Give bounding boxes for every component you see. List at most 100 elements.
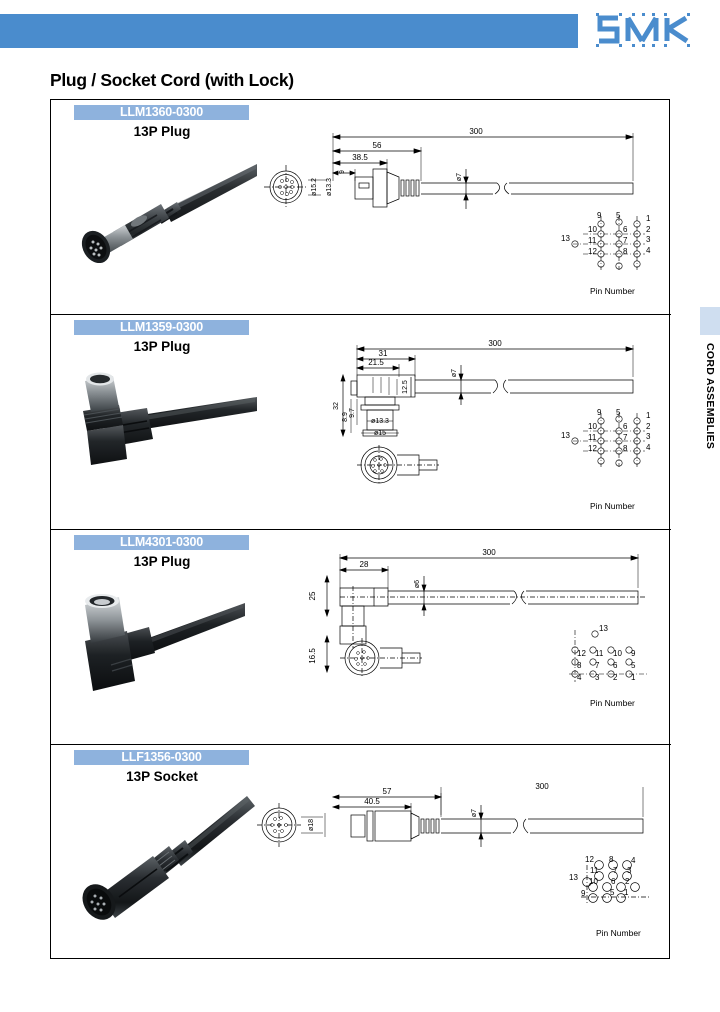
- pin-label: 8: [577, 661, 582, 670]
- pin-label: 8: [623, 247, 628, 256]
- pin-number-diagram: 1 2 3 4 5 6 7 8 9 10 11 12 13: [561, 620, 661, 692]
- product-type-label: 13P Plug: [133, 339, 191, 354]
- pin-label: 8: [609, 855, 614, 864]
- pin-label: 6: [613, 661, 618, 670]
- dim-label: ø6: [414, 580, 421, 588]
- pin-number-caption: Pin Number: [590, 501, 635, 511]
- pin-label: 4: [646, 246, 651, 255]
- pin-label: 13: [561, 431, 570, 440]
- pin-label: 12: [588, 247, 597, 256]
- connector-photo: [69, 790, 259, 925]
- pin-label: 7: [613, 866, 618, 875]
- pin-label: 11: [595, 649, 604, 658]
- connector-photo: [69, 148, 259, 263]
- pin-label: 11: [588, 433, 597, 442]
- product-type-label: 13P Plug: [133, 124, 191, 139]
- pin-label: 13: [569, 873, 578, 882]
- product-section: LLM1359-0300 13P Plug: [51, 315, 671, 530]
- pin-label: 7: [623, 236, 628, 245]
- pin-label: 4: [646, 443, 651, 452]
- smk-logo: [588, 8, 708, 54]
- product-section: LLM4301-0300 13P Plug: [51, 530, 671, 745]
- part-number-tag: LLM1360-0300: [72, 105, 249, 120]
- pin-label: 5: [610, 888, 615, 897]
- dim-label: ø13.3: [371, 418, 389, 425]
- dim-label: 16.5: [308, 648, 317, 664]
- dim-label: ø15: [374, 430, 386, 437]
- pin-label: 2: [625, 877, 630, 886]
- dim-label: 57: [383, 787, 392, 796]
- pin-label: 12: [577, 649, 586, 658]
- pin-label: 9: [597, 408, 602, 417]
- dim-label: ø7: [471, 809, 478, 817]
- product-type-label: 13P Plug: [133, 554, 191, 569]
- pin-label: 3: [627, 866, 632, 875]
- pin-number-caption: Pin Number: [590, 286, 635, 296]
- content-frame: LLM1360-0300 13P Plug: [50, 99, 671, 959]
- pin-label: 6: [623, 422, 628, 431]
- technical-drawing: 300 56 38.5 9 ø7 ø15.2 ø13.3: [261, 125, 661, 235]
- side-tab-swatch: [700, 307, 720, 335]
- pin-label: 13: [561, 234, 570, 243]
- pin-label: 10: [588, 225, 597, 234]
- pin-label: 1: [646, 214, 651, 223]
- pin-label: 2: [646, 225, 651, 234]
- dim-label: 300: [469, 127, 483, 136]
- pin-label: 7: [623, 433, 628, 442]
- pin-label: 2: [613, 673, 618, 682]
- dim-label: 300: [488, 339, 502, 348]
- dim-label: 56: [373, 141, 382, 150]
- dim-label: 12.5: [402, 380, 409, 394]
- pin-label: 3: [595, 673, 600, 682]
- product-section: LLM1360-0300 13P Plug: [51, 100, 671, 315]
- pin-label: 4: [631, 856, 636, 865]
- dim-label: ø15.2: [311, 178, 318, 196]
- technical-drawing: 300 28 ø6: [326, 544, 666, 664]
- dim-label: ø13.3: [326, 178, 333, 196]
- connector-photo: [69, 585, 249, 700]
- pin-number-diagram: 1 2 3 4 5 6 7 8 9 10 11 12 13: [561, 405, 661, 477]
- face-view: [336, 630, 426, 690]
- part-number-tag: LLF1356-0300: [72, 750, 249, 765]
- dim-label: 9.7: [349, 408, 356, 418]
- dim-label: 25: [308, 591, 317, 600]
- dim-label: 38.5: [352, 153, 368, 162]
- pin-label: 2: [646, 422, 651, 431]
- pin-label: 1: [646, 411, 651, 420]
- pin-label: 12: [588, 444, 597, 453]
- side-tab-label: CORD ASSEMBLIES: [704, 343, 716, 450]
- pin-label: 11: [588, 236, 597, 245]
- pin-label: 1: [631, 673, 636, 682]
- pin-label: 10: [613, 649, 622, 658]
- product-section: LLF1356-0300 13P Socket: [51, 745, 671, 959]
- dim-label: 28: [360, 560, 369, 569]
- pin-label: 6: [623, 225, 628, 234]
- pin-label: 10: [588, 422, 597, 431]
- pin-label: 4: [577, 673, 582, 682]
- header-band: [0, 14, 578, 48]
- dim-label: 32: [333, 402, 340, 410]
- page-title: Plug / Socket Cord (with Lock): [50, 70, 294, 90]
- pin-label: 1: [624, 888, 629, 897]
- part-number-tag: LLM4301-0300: [72, 535, 249, 550]
- pin-number-diagram: 1 2 3 4 5 6 7 8 9 10 11 12 13: [569, 853, 669, 919]
- dim-label: 9: [339, 170, 346, 174]
- dim-label: 31: [379, 349, 388, 358]
- vertical-dimensions: 25 16.5: [301, 560, 341, 690]
- dim-label: 8.9: [342, 412, 349, 422]
- pin-label: 12: [585, 855, 594, 864]
- technical-drawing: 300 57 40.5 ø7 ø18: [251, 773, 661, 873]
- pin-label: 7: [595, 661, 600, 670]
- dim-label: ø7: [456, 173, 463, 181]
- part-number-tag: LLM1359-0300: [72, 320, 249, 335]
- dim-label: 300: [482, 548, 496, 557]
- pin-label: 5: [631, 661, 636, 670]
- pin-label: 10: [589, 877, 598, 886]
- product-type-label: 13P Socket: [126, 769, 198, 784]
- pin-label: 9: [631, 649, 636, 658]
- dim-label: 21.5: [368, 358, 384, 367]
- technical-drawing: 300 31 21.5 32 12.5 8.9 9.7 ø7 ø13.3 ø15: [261, 333, 661, 493]
- pin-label: 9: [581, 889, 586, 898]
- pin-label: 6: [611, 877, 616, 886]
